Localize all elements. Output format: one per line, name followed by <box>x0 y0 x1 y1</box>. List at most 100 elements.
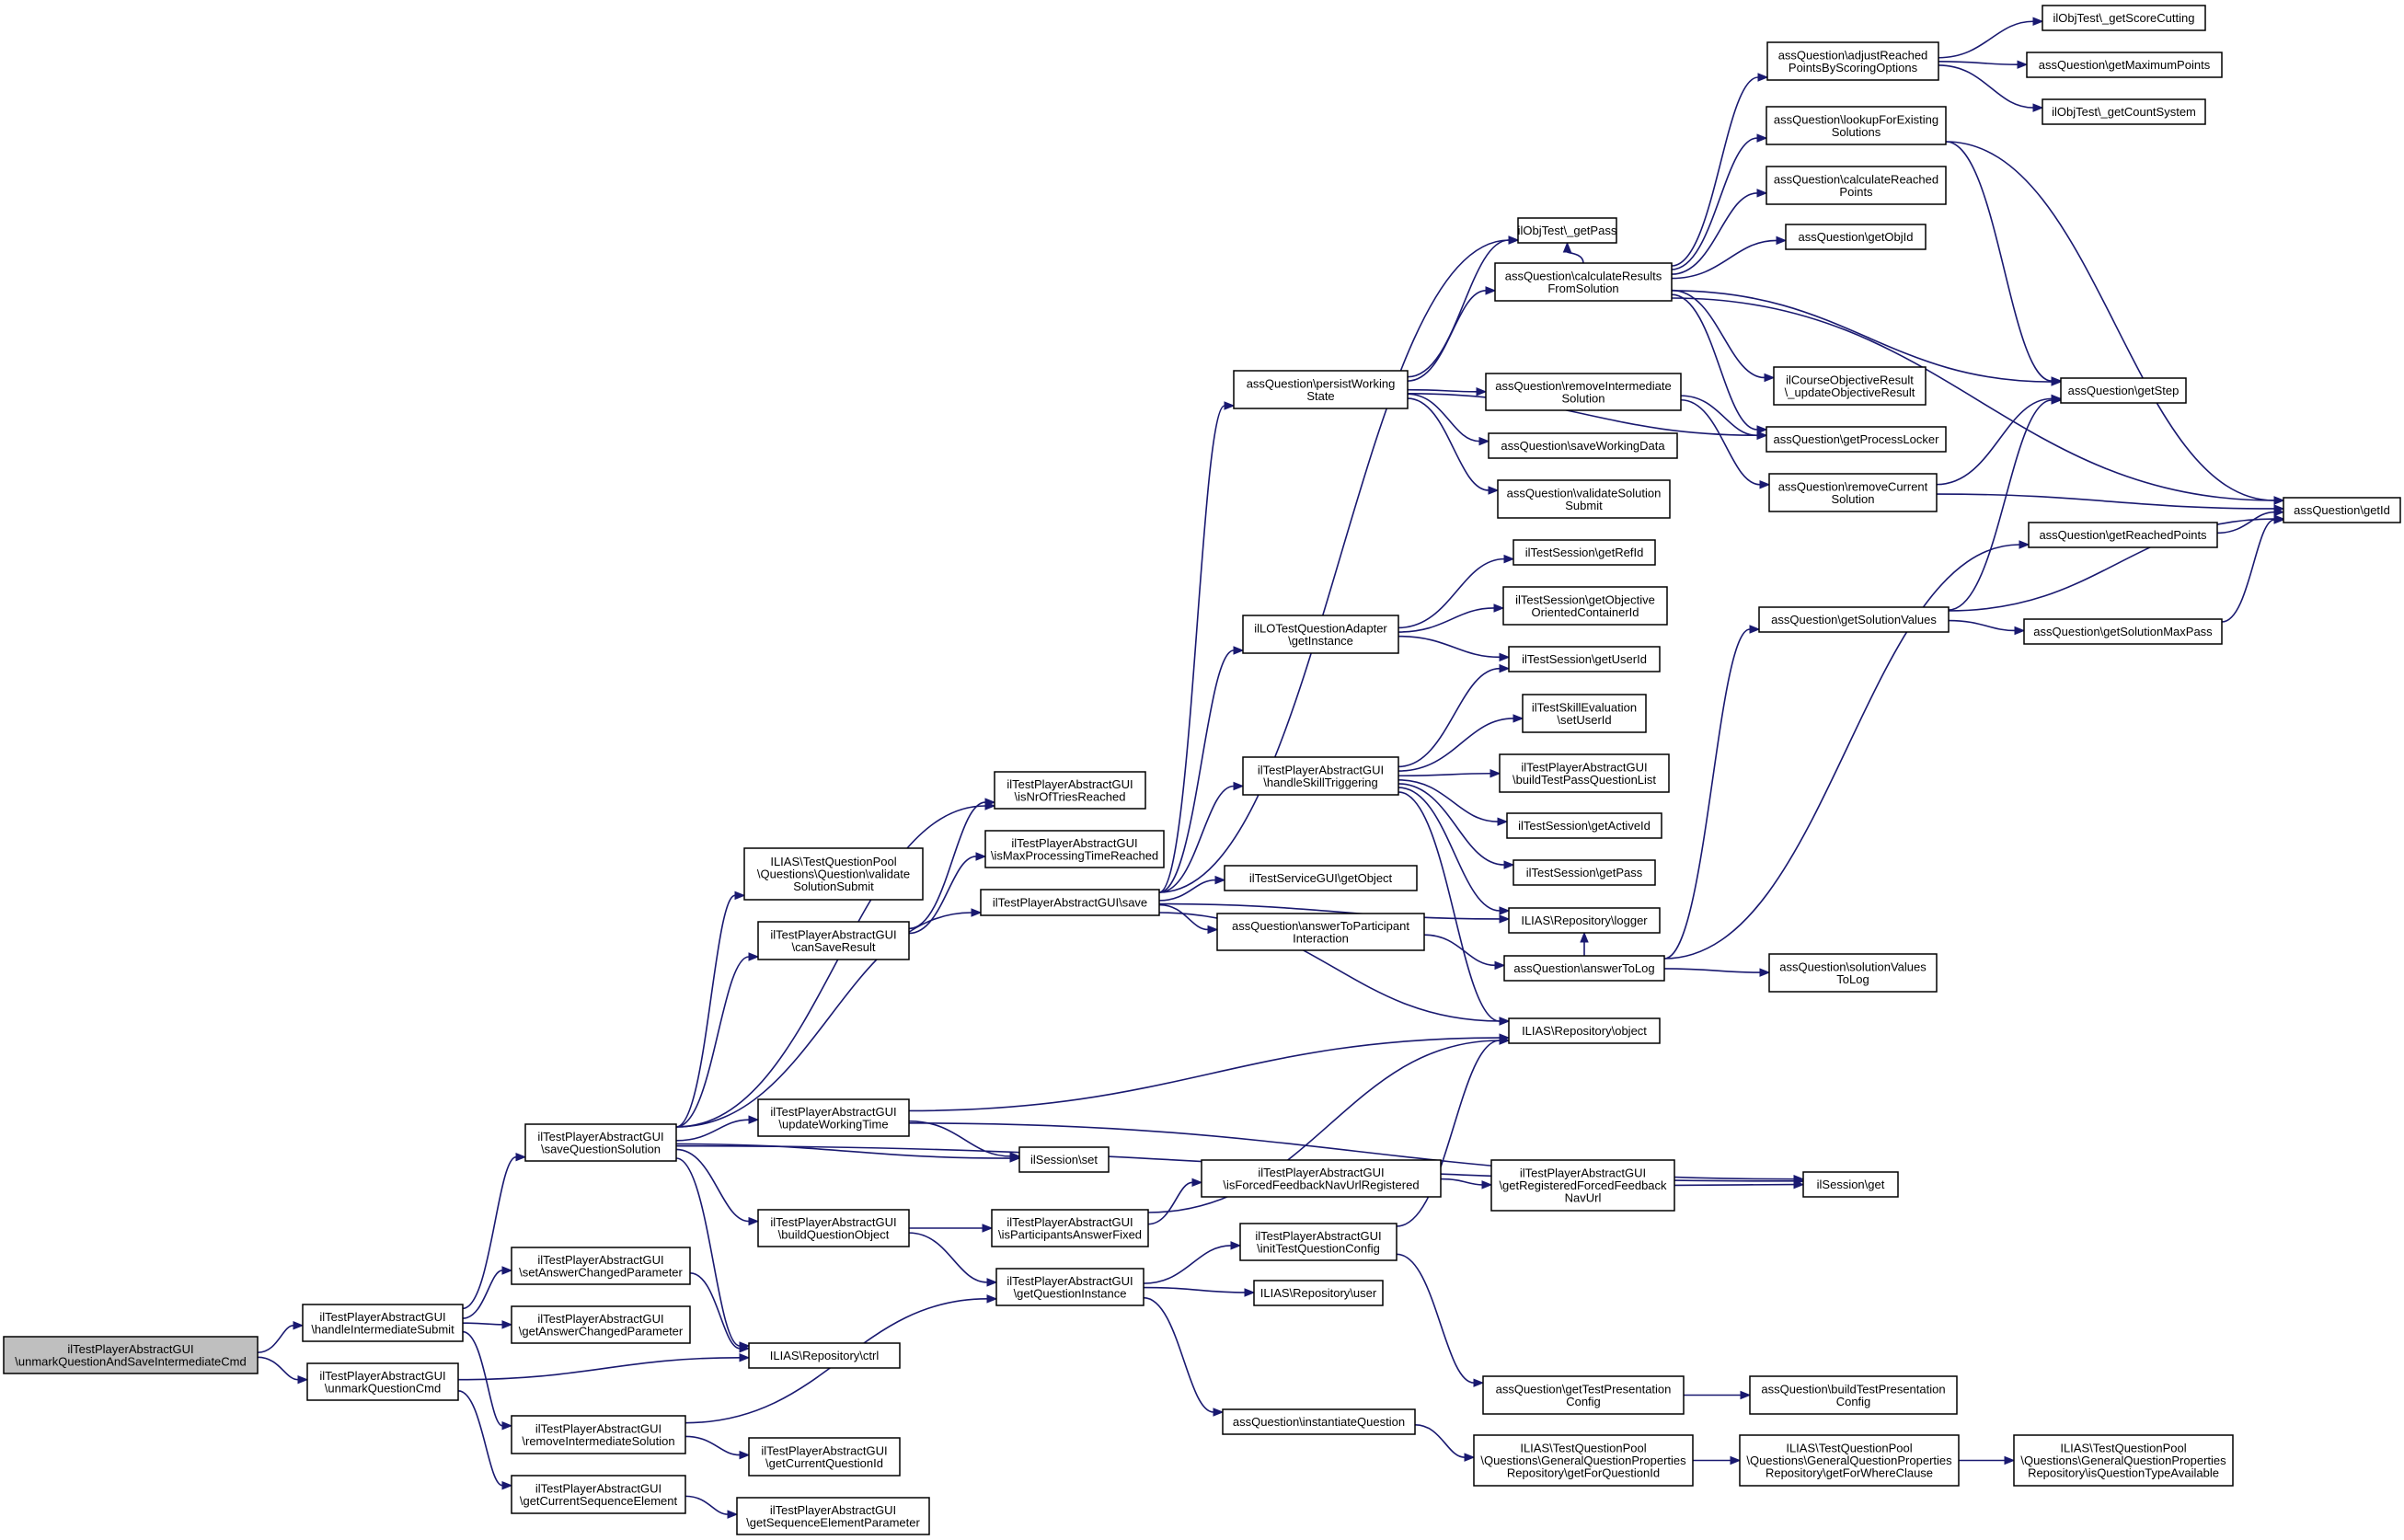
graph-node-getStep[interactable]: assQuestion\getStep <box>2060 377 2187 404</box>
graph-node-getUserId[interactable]: ilTestSession\getUserId <box>1508 646 1661 672</box>
graph-node-getSequenceElementParameter[interactable]: ilTestPlayerAbstractGUI\getSequenceEleme… <box>736 1497 930 1535</box>
node-label: assQuestion\saveWorkingData <box>1501 439 1665 453</box>
edge-line <box>1423 934 1496 967</box>
graph-node-getPass[interactable]: ilObjTest\_getPass <box>1517 217 1617 244</box>
graph-node-sessionSet[interactable]: ilSession\set <box>1018 1146 1110 1173</box>
graph-node-getCountSystem[interactable]: ilObjTest\_getCountSystem <box>2042 98 2206 125</box>
graph-node-adjustReachedPoints[interactable]: assQuestion\adjustReachedPointsByScoring… <box>1766 41 1939 81</box>
graph-node-buildTestPassQuestionList[interactable]: ilTestPlayerAbstractGUI\buildTestPassQue… <box>1499 753 1670 793</box>
edge-line <box>675 1148 750 1223</box>
graph-node-isMaxProcessingTimeReached[interactable]: ilTestPlayerAbstractGUI\isMaxProcessingT… <box>984 830 1165 868</box>
node-label: ilCourseObjectiveResult <box>1786 373 1914 386</box>
graph-node-getProcessLocker[interactable]: assQuestion\getProcessLocker <box>1766 426 1947 453</box>
graph-node-getForQuestionId[interactable]: ILIAS\TestQuestionPool\Questions\General… <box>1473 1434 1694 1487</box>
graph-node-sessionGetPass[interactable]: ilTestSession\getPass <box>1513 859 1656 886</box>
graph-node-getInstance[interactable]: ilLOTestQuestionAdapter\getInstance <box>1242 615 1399 654</box>
graph-node-getActiveId[interactable]: ilTestSession\getActiveId <box>1506 812 1662 839</box>
edge-handleIntermediateSubmit-to-saveQuestionSolution <box>462 1152 527 1310</box>
graph-node-removeIntermediateSolution_q[interactable]: assQuestion\removeIntermediateSolution <box>1485 373 1682 411</box>
edge-line <box>1671 297 2275 501</box>
graph-node-serviceGetObject[interactable]: ilTestServiceGUI\getObject <box>1224 865 1418 891</box>
graph-node-saveWorkingData[interactable]: assQuestion\saveWorkingData <box>1488 432 1678 459</box>
graph-node-saveQuestionSolution[interactable]: ilTestPlayerAbstractGUI\saveQuestionSolu… <box>524 1123 677 1162</box>
graph-node-instantiateQuestion[interactable]: assQuestion\instantiateQuestion <box>1222 1408 1416 1435</box>
node-label: assQuestion\getSolutionValues <box>1771 613 1937 626</box>
node-label: Solution <box>1562 391 1605 405</box>
graph-node-getId[interactable]: assQuestion\getId <box>2283 497 2401 523</box>
node-box <box>1239 1223 1398 1261</box>
graph-node-initTestQuestionConfig[interactable]: ilTestPlayerAbstractGUI\initTestQuestion… <box>1239 1223 1398 1261</box>
node-label: \getRegisteredForcedFeedback <box>1499 1178 1667 1192</box>
graph-node-answerToLog[interactable]: assQuestion\answerToLog <box>1503 955 1665 982</box>
graph-node-getSolutionValues[interactable]: assQuestion\getSolutionValues <box>1758 606 1950 633</box>
arrowhead <box>1213 1408 1225 1417</box>
node-box <box>302 1304 464 1342</box>
node-label: ilTestPlayerAbstractGUI <box>1521 760 1647 774</box>
graph-node-getReachedPoints[interactable]: assQuestion\getReachedPoints <box>2028 522 2218 548</box>
arrowhead <box>1499 1036 1511 1045</box>
graph-node-getCurrentQuestionId[interactable]: ilTestPlayerAbstractGUI\getCurrentQuesti… <box>748 1437 901 1477</box>
node-label: \isMaxProcessingTimeReached <box>991 848 1158 862</box>
node-label: ilTestSession\getUserId <box>1522 652 1647 666</box>
graph-node-getObjectiveOrientedContainerId[interactable]: ilTestSession\getObjectiveOrientedContai… <box>1502 586 1668 626</box>
node-box <box>1513 539 1656 566</box>
edge-line <box>462 1155 517 1310</box>
edge-line <box>1158 239 1510 893</box>
graph-node-repoObject[interactable]: ILIAS\Repository\object <box>1508 1017 1661 1044</box>
graph-node-unmarkQuestionCmd[interactable]: ilTestPlayerAbstractGUI\unmarkQuestionCm… <box>306 1362 459 1401</box>
graph-node-isParticipantsAnswerFixed[interactable]: ilTestPlayerAbstractGUI\isParticipantsAn… <box>991 1209 1149 1247</box>
node-label: \updateWorkingTime <box>778 1117 888 1131</box>
graph-node-updateObjectiveResult[interactable]: ilCourseObjectiveResult\_updateObjective… <box>1773 366 1927 406</box>
graph-node-handleIntermediateSubmit[interactable]: ilTestPlayerAbstractGUI\handleIntermedia… <box>302 1304 464 1342</box>
graph-node-getCurrentSequenceElement[interactable]: ilTestPlayerAbstractGUI\getCurrentSequen… <box>511 1475 686 1514</box>
graph-node-getSolutionMaxPass[interactable]: assQuestion\getSolutionMaxPass <box>2023 618 2223 645</box>
graph-node-getScoreCutting[interactable]: ilObjTest\_getScoreCutting <box>2042 5 2206 31</box>
graph-node-canSaveResult[interactable]: ilTestPlayerAbstractGUI\canSaveResult <box>757 921 910 960</box>
graph-node-getAnswerChangedParameter[interactable]: ilTestPlayerAbstractGUI\getAnswerChanged… <box>511 1305 691 1344</box>
graph-node-getRegisteredForcedFeedbackNavUrl[interactable]: ilTestPlayerAbstractGUI\getRegisteredFor… <box>1490 1159 1675 1212</box>
graph-node-guiSave[interactable]: ilTestPlayerAbstractGUI\save <box>980 889 1160 916</box>
graph-node-isForcedFeedbackNavUrlRegistered[interactable]: ilTestPlayerAbstractGUI\isForcedFeedback… <box>1201 1159 1442 1198</box>
node-box <box>743 847 924 901</box>
arrowhead <box>1478 436 1490 446</box>
edge-persistWorkingState-to-validateSolutionSubmit <box>1407 397 1500 495</box>
graph-node-repoCtrl[interactable]: ILIAS\Repository\ctrl <box>748 1342 901 1369</box>
arrowhead <box>986 1278 998 1287</box>
edge-line <box>1948 399 2053 611</box>
graph-node-getObjId[interactable]: assQuestion\getObjId <box>1785 224 1927 250</box>
graph-node-getRefId[interactable]: ilTestSession\getRefId <box>1513 539 1656 566</box>
graph-node-updateWorkingTime[interactable]: ilTestPlayerAbstractGUI\updateWorkingTim… <box>757 1098 910 1137</box>
graph-node-handleSkillTriggering[interactable]: ilTestPlayerAbstractGUI\handleSkillTrigg… <box>1242 756 1399 796</box>
graph-node-getForWhereClause[interactable]: ILIAS\TestQuestionPool\Questions\General… <box>1739 1434 1960 1487</box>
graph-node-setAnswerChangedParameter[interactable]: ilTestPlayerAbstractGUI\setAnswerChanged… <box>511 1247 691 1285</box>
graph-node-getQuestionInstance[interactable]: ilTestPlayerAbstractGUI\getQuestionInsta… <box>995 1268 1144 1306</box>
arrowhead <box>1214 875 1226 885</box>
graph-node-setUserId[interactable]: ilTestSkillEvaluation\setUserId <box>1522 694 1647 733</box>
graph-node-repoLogger[interactable]: ILIAS\Repository\logger <box>1508 907 1661 934</box>
graph-node-getMaximumPoints[interactable]: assQuestion\getMaximumPoints <box>2026 52 2223 78</box>
node-box <box>306 1362 459 1401</box>
edge-getQuestionInstance-to-instantiateQuestion <box>1143 1296 1225 1417</box>
graph-node-root[interactable]: ilTestPlayerAbstractGUI\unmarkQuestionAn… <box>3 1336 259 1374</box>
edge-answerToLog-to-solutionValuesToLog <box>1663 968 1771 977</box>
graph-node-removeIntermediateSolution_gui[interactable]: ilTestPlayerAbstractGUI\removeIntermedia… <box>511 1415 686 1454</box>
graph-node-validateSolutionSubmitPool[interactable]: ILIAS\TestQuestionPool\Questions\Questio… <box>743 847 924 901</box>
graph-node-isNrOfTriesReached[interactable]: ilTestPlayerAbstractGUI\isNrOfTriesReach… <box>994 771 1146 810</box>
graph-node-repoUser[interactable]: ILIAS\Repository\user <box>1253 1280 1384 1306</box>
edge-adjustReachedPoints-to-getCountSystem <box>1938 64 2044 112</box>
graph-node-buildQuestionObject[interactable]: ilTestPlayerAbstractGUI\buildQuestionObj… <box>757 1209 910 1247</box>
graph-node-isQuestionTypeAvailable[interactable]: ILIAS\TestQuestionPool\Questions\General… <box>2013 1434 2234 1487</box>
graph-node-sessionGet[interactable]: ilSession\get <box>1802 1171 1899 1198</box>
graph-node-answerToParticipantInteraction[interactable]: assQuestion\answerToParticipantInteracti… <box>1216 913 1425 951</box>
edge-line <box>1398 607 1495 633</box>
node-box <box>1502 586 1668 626</box>
